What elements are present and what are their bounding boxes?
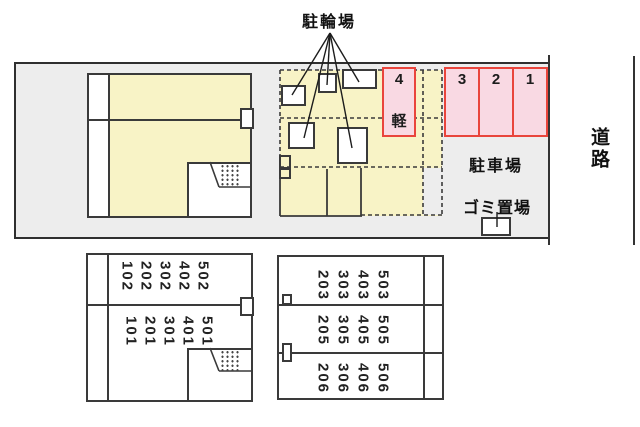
building-right-box [240,108,254,129]
room-number: 206 [314,362,332,395]
room-number: 406 [354,362,372,395]
room-number: 305 [334,314,352,347]
floor-plan-block-left [86,253,254,402]
room-number: 505 [374,314,392,347]
space-2-number: 2 [491,71,501,88]
garbage-station-box [481,217,511,236]
bicycle-parking-label: 駐輪場 [302,14,357,31]
room-number: 403 [354,269,372,302]
garbage-station-label: ゴミ置場 [463,200,532,217]
courtyard-white-strip [423,168,442,215]
left-block-right-box [240,297,254,316]
space-1-number: 1 [525,71,535,88]
room-number: 306 [334,362,352,395]
space-3-number: 3 [457,71,467,88]
bike-rack-5 [337,127,368,164]
building-footprint [87,73,254,218]
bike-rack-2 [318,73,337,93]
room-number: 302 [156,260,174,293]
room-number: 402 [175,260,193,293]
right-block-divider-line-2 [279,352,442,354]
road-edge-line-left [548,55,550,245]
space-4-number: 4 [394,71,404,88]
car-parking-label: 駐車場 [469,158,524,175]
edge-box-lower [279,168,291,179]
room-number: 405 [354,314,372,347]
room-number: 202 [137,260,155,293]
parking-space-2: 2 [478,69,512,135]
room-number: 506 [374,362,392,395]
floor-plan-block-right [277,255,444,400]
room-number: 301 [160,315,178,348]
right-block-divider-line-1 [279,304,442,306]
parking-space-1: 1 [512,69,546,135]
room-number: 205 [314,314,332,347]
room-number: 203 [314,269,332,302]
room-number: 102 [118,260,136,293]
road-label: 道路 [588,127,609,171]
room-number: 101 [122,315,140,348]
left-block-divider-line [88,304,251,306]
bike-rack-1 [281,85,306,106]
road-edge-line-right [633,56,635,245]
building-divider-line [89,119,250,121]
bike-rack-4 [288,122,315,149]
space-4-kei-label: 軽 [391,113,407,130]
stair-treads-floorplan [220,350,241,371]
parking-space-3: 3 [446,69,478,135]
edge-box-upper [279,155,291,169]
right-block-corridor-line [423,257,425,398]
building-stairwell [187,162,250,216]
room-number: 303 [334,269,352,302]
right-block-edge-box-2 [282,343,292,362]
room-number: 201 [141,315,159,348]
room-number: 501 [198,315,216,348]
parking-spaces-3-2-1: 3 2 1 [444,67,548,137]
right-block-edge-box-1 [282,294,292,305]
bike-rack-3 [342,69,377,89]
left-block-corridor-line [107,255,109,400]
stair-treads-site [220,164,239,186]
room-number: 503 [374,269,392,302]
room-number: 502 [194,260,212,293]
parking-space-4-kei: 4 軽 [382,67,416,137]
building-corridor-line [108,75,110,216]
room-number: 401 [179,315,197,348]
left-block-stairwell [187,348,251,400]
